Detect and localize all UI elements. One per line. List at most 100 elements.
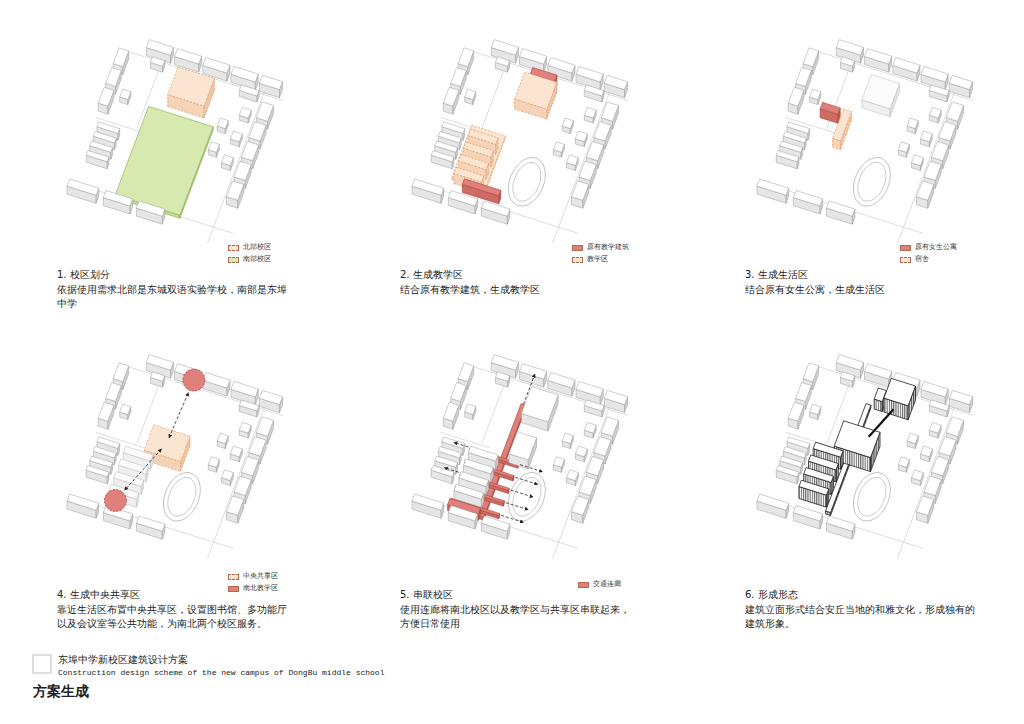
building-block <box>98 87 114 114</box>
road-line <box>898 400 958 558</box>
block-top <box>217 118 228 129</box>
building-block <box>222 470 234 486</box>
site-axonometric <box>412 355 628 558</box>
block-top <box>259 75 282 89</box>
building-block <box>912 470 924 486</box>
block-top <box>454 484 484 499</box>
block-top <box>586 141 603 160</box>
step-heading: 6. 形成形态 <box>745 588 798 602</box>
block-top <box>757 494 789 510</box>
block-top <box>949 390 972 404</box>
site-axonometric <box>757 355 973 558</box>
building-block <box>907 118 918 134</box>
block-top <box>431 466 454 477</box>
block-top <box>106 383 122 402</box>
step-heading: 4. 生成中央共享区 <box>57 588 140 602</box>
block-top <box>217 433 228 444</box>
building-block <box>841 57 855 72</box>
building-block <box>144 425 190 472</box>
block-top <box>464 142 494 157</box>
block-top <box>491 40 518 56</box>
title-icon <box>33 655 51 673</box>
building-block <box>575 131 587 147</box>
block-top <box>443 402 459 421</box>
block-top <box>898 142 909 153</box>
building-block <box>757 494 789 518</box>
block-top <box>804 468 834 483</box>
block-top <box>465 89 476 100</box>
block-top <box>601 417 618 436</box>
block-top <box>151 57 165 66</box>
legend-swatch <box>228 245 239 251</box>
block-top <box>787 437 810 448</box>
block-top <box>97 437 120 448</box>
block-top <box>841 372 855 381</box>
building-block <box>412 494 444 518</box>
english-subtitle: Construction design scheme of the new ca… <box>58 667 384 678</box>
building-block <box>572 496 589 523</box>
building-block <box>208 142 219 158</box>
legend-swatch <box>572 257 583 263</box>
block-top <box>594 437 611 456</box>
building-block <box>929 107 941 123</box>
block-top <box>931 141 948 160</box>
running-track <box>508 158 545 207</box>
building-block <box>227 181 244 208</box>
block-top <box>239 85 259 96</box>
block-top <box>231 381 258 397</box>
building-block <box>562 433 573 449</box>
step-description: 建筑立面形式结合安丘当地的和雅文化，形成独有的建筑形象。 <box>745 603 979 631</box>
dashed-arrow <box>520 465 542 472</box>
legend-text: 南部校区 <box>242 255 272 264</box>
block-top <box>208 142 219 153</box>
road-line <box>208 85 268 243</box>
block-top <box>438 132 461 143</box>
block-top <box>836 355 863 371</box>
block-top <box>567 155 579 166</box>
step-heading: 2. 生成教学区 <box>400 268 463 282</box>
building-block <box>776 151 799 169</box>
block-top <box>90 141 113 152</box>
block-top <box>579 161 596 180</box>
block-top <box>86 151 109 162</box>
building-block <box>481 201 510 224</box>
block-top <box>256 417 273 436</box>
block-top <box>481 201 510 216</box>
block-top <box>803 48 819 67</box>
block-top <box>917 181 934 200</box>
building-block <box>788 87 804 114</box>
block-top <box>520 364 547 380</box>
block-top <box>93 132 116 143</box>
block-top <box>123 446 153 461</box>
building-block <box>584 422 596 438</box>
block-top <box>604 390 627 404</box>
block-top <box>496 57 510 66</box>
block-top <box>435 456 458 467</box>
block-top <box>572 496 589 515</box>
building-block <box>604 390 627 412</box>
block-top <box>222 470 234 481</box>
building-block <box>553 142 564 158</box>
building-block <box>898 142 909 158</box>
block-top <box>548 373 575 389</box>
block-top <box>98 402 114 421</box>
building-block <box>443 402 459 429</box>
block-top <box>924 476 941 495</box>
block-top <box>836 40 863 56</box>
block-top <box>491 355 518 371</box>
building-block <box>151 57 165 72</box>
block-top <box>946 102 963 121</box>
building-block <box>567 155 579 171</box>
block-top <box>259 390 282 404</box>
building-block <box>793 506 822 530</box>
block-top <box>239 422 251 433</box>
site-axonometric <box>67 355 283 558</box>
legend-text: 原有女生公寓 <box>914 243 958 252</box>
block-top <box>521 387 558 422</box>
block-top <box>575 446 587 457</box>
building-block <box>496 57 510 72</box>
block-top <box>793 191 822 207</box>
block-top <box>459 472 489 487</box>
block-top <box>929 107 941 118</box>
